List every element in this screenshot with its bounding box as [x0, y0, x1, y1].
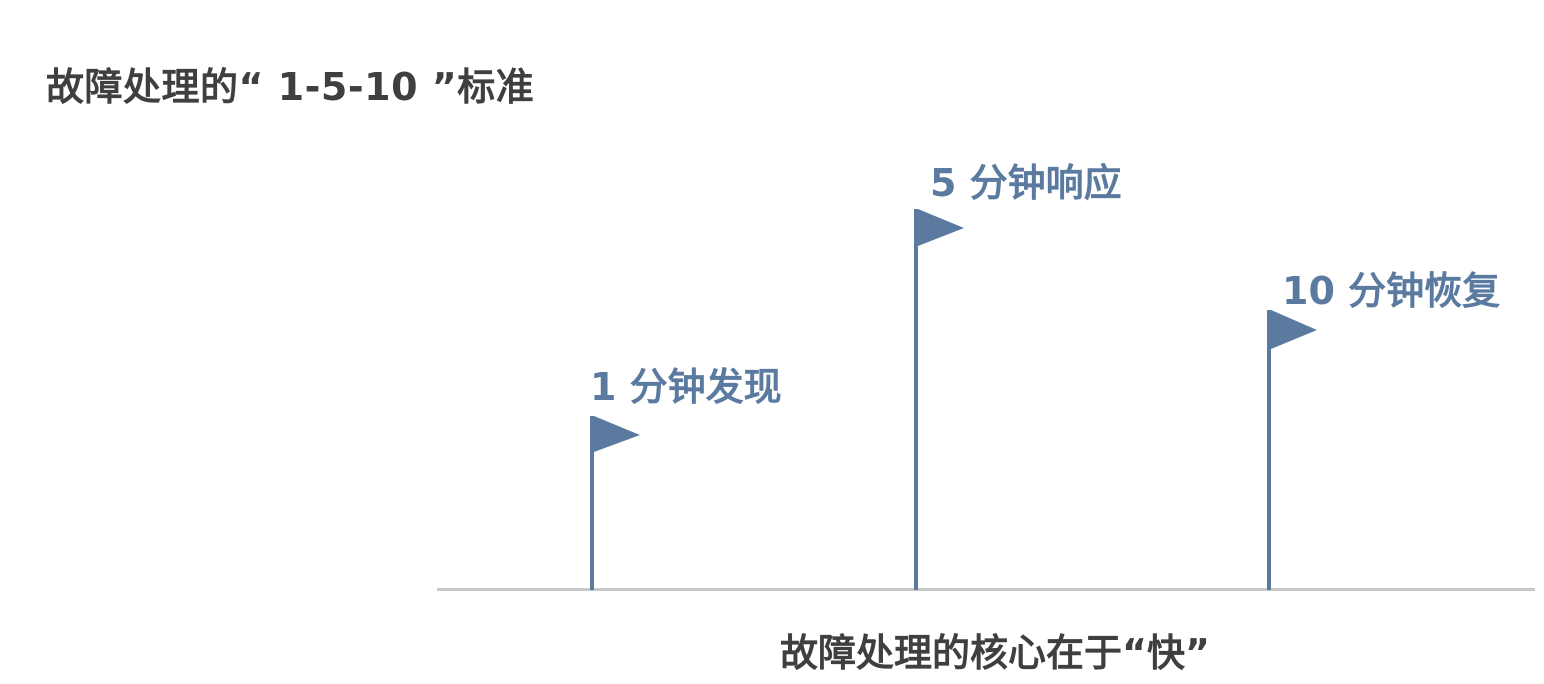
milestone-2-label: 5 分钟响应	[930, 161, 1122, 205]
milestone-1-label: 1 分钟发现	[590, 365, 782, 409]
milestone-3-label: 10 分钟恢复	[1282, 269, 1501, 313]
milestone-3-flag-icon	[1271, 310, 1317, 349]
milestone-1-flag-icon	[594, 416, 640, 452]
milestone-2-pole	[914, 209, 918, 590]
diagram-caption: 故障处理的核心在于“快”	[780, 631, 1210, 675]
milestone-2-flag-icon	[918, 209, 964, 246]
milestone-3-pole	[1267, 310, 1271, 590]
timeline-baseline	[437, 588, 1535, 591]
diagram-title: 故障处理的“ 1-5-10 ”标准	[46, 65, 535, 109]
milestone-1-pole	[590, 416, 594, 590]
